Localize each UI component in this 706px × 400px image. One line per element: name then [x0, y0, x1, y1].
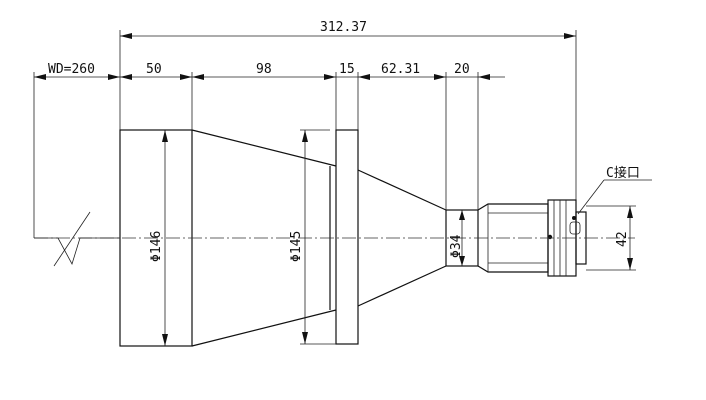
optical-axis	[34, 211, 635, 267]
dia-mount-label: 42	[615, 231, 630, 247]
dim-segments: WD=260 50 98 15 62.31 20	[34, 62, 505, 80]
extension-lines	[33, 30, 636, 345]
seg-front-label: 50	[146, 62, 162, 77]
rear-cone	[357, 169, 447, 307]
seg-rear-cone-label: 62.31	[381, 62, 420, 77]
seg-cone-label: 98	[256, 62, 272, 77]
seg-flange-label: 15	[339, 62, 355, 77]
dia-flange-label: Φ145	[289, 231, 304, 262]
wd-label: WD=260	[48, 62, 95, 77]
mount-label: C接口	[606, 165, 640, 181]
dim-total-length: 312.37	[120, 20, 576, 39]
front-cone	[191, 129, 337, 347]
dia-front-label: Φ146	[149, 231, 164, 262]
break-symbol	[34, 237, 120, 266]
total-length-label: 312.37	[320, 20, 367, 35]
flange	[335, 129, 359, 345]
mount-callout: C接口	[577, 165, 652, 215]
dim-diameters: Φ146 Φ145 Φ34 42	[149, 130, 633, 346]
dia-neck-label: Φ34	[449, 234, 464, 258]
seg-neck-label: 20	[454, 62, 470, 77]
